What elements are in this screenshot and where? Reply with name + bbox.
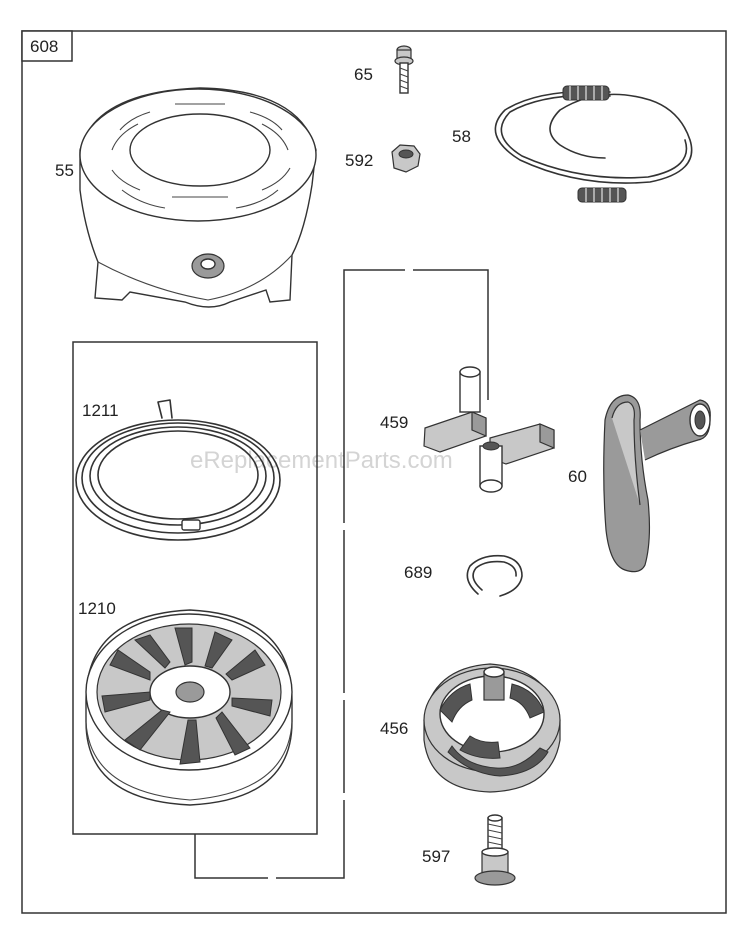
assembly-number: 608 — [30, 37, 58, 56]
shoulder-screw-part — [474, 814, 516, 886]
blower-housing-part — [79, 87, 317, 308]
part-label-1210: 1210 — [78, 599, 116, 618]
recoil-spring-part — [75, 399, 281, 541]
starter-pawls-part — [423, 366, 555, 493]
retaining-ring-part — [466, 554, 523, 597]
diagram-frame — [21, 30, 727, 914]
part-label-58: 58 — [452, 127, 471, 146]
starter-pulley-part — [85, 609, 293, 806]
starter-handle-part — [603, 394, 711, 573]
part-label-597: 597 — [422, 847, 450, 866]
part-label-459: 459 — [380, 413, 408, 432]
part-label-456: 456 — [380, 719, 408, 738]
assembly-number-box — [21, 30, 73, 62]
watermark: eReplacementParts.com — [190, 447, 453, 474]
part-label-689: 689 — [404, 563, 432, 582]
part-label-55: 55 — [55, 161, 74, 180]
part-label-592: 592 — [345, 151, 373, 170]
part-label-60: 60 — [568, 467, 587, 486]
starter-rope-part — [494, 85, 693, 203]
part-label-65: 65 — [354, 65, 373, 84]
part-label-1211: 1211 — [82, 401, 119, 420]
starter-ratchet-part — [423, 663, 561, 793]
nut-part — [391, 144, 421, 173]
assembly-connector-lines — [194, 269, 489, 879]
bolt-part — [394, 45, 414, 94]
